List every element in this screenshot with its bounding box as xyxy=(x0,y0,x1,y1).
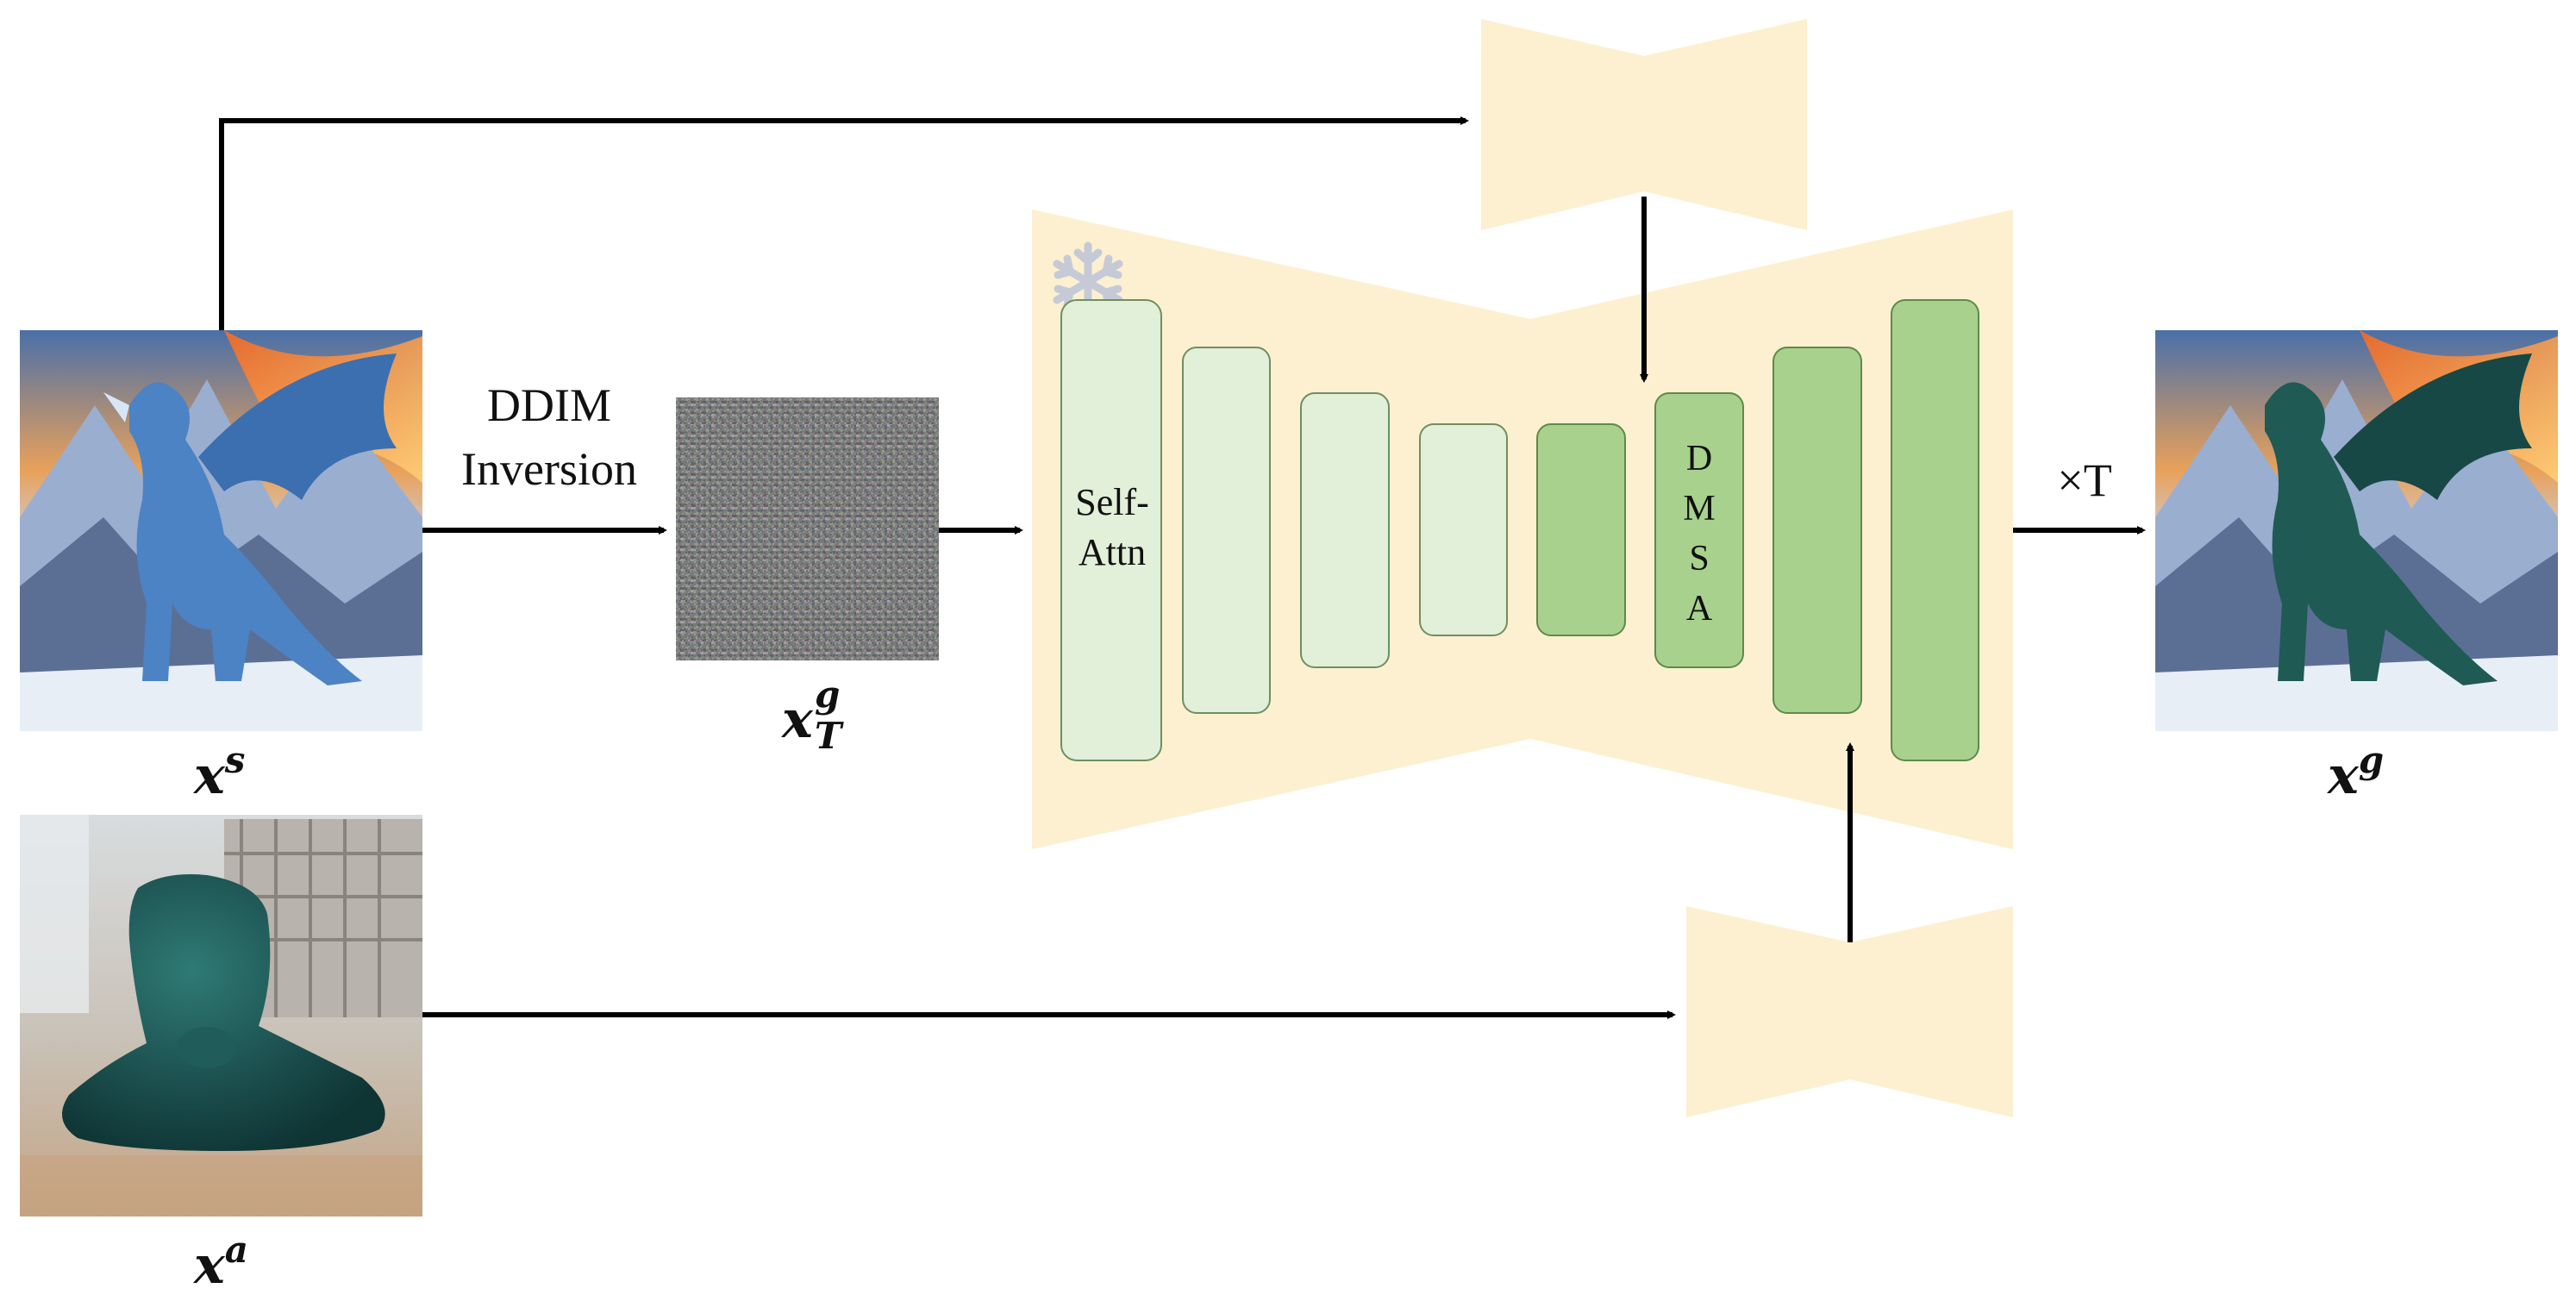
ddim-label-line1: DDIM xyxy=(487,379,611,431)
appearance-math-label: xa xyxy=(192,1229,248,1296)
self-attn-label-line2: Attn xyxy=(1079,531,1146,573)
source-dragon-image xyxy=(20,330,422,731)
unet-body xyxy=(1032,210,2013,849)
dmsa-letter-a: A xyxy=(1686,589,1713,629)
appearance-math-sup: a xyxy=(225,1229,248,1271)
ddim-label-line2: Inversion xyxy=(461,443,637,495)
generated-dragon-image xyxy=(2155,330,2558,731)
source-math-base: x xyxy=(192,746,226,806)
dmsa-letter-s: S xyxy=(1689,539,1709,579)
noise-latent-image xyxy=(676,397,939,660)
noise-math-base: x xyxy=(780,690,814,750)
unet-block-3 xyxy=(1300,392,1390,668)
unet-block-4 xyxy=(1419,423,1508,636)
dmsa-block xyxy=(1654,392,1744,668)
source-math-sup: s xyxy=(224,739,246,781)
unet-block-5 xyxy=(1536,423,1626,636)
source-to-encoder-arrow xyxy=(219,116,1469,330)
source-encoder xyxy=(1481,19,1807,230)
appearance-statue-image xyxy=(20,815,422,1217)
times-t-label: ×T xyxy=(2057,454,2111,506)
generated-math-base: x xyxy=(2326,746,2360,806)
dmsa-letter-m: M xyxy=(1683,489,1715,529)
generated-math-label: xg xyxy=(2326,739,2384,806)
unet-block-8 xyxy=(1891,299,1979,761)
appearance-encoder xyxy=(1686,906,2013,1117)
arrows xyxy=(219,116,2146,1019)
unet-block-7 xyxy=(1773,347,1862,714)
noise-math-sub: T xyxy=(815,715,844,757)
unet-block-2 xyxy=(1182,347,1271,714)
generated-math-sup: g xyxy=(2359,739,2384,781)
dmsa-letter-d: D xyxy=(1686,439,1712,478)
appearance-math-base: x xyxy=(192,1235,226,1296)
source-math-label: xs xyxy=(192,739,245,806)
self-attn-block xyxy=(1060,299,1162,761)
noise-math-sup: g xyxy=(815,673,840,716)
self-attn-label-line1: Self- xyxy=(1075,481,1149,523)
